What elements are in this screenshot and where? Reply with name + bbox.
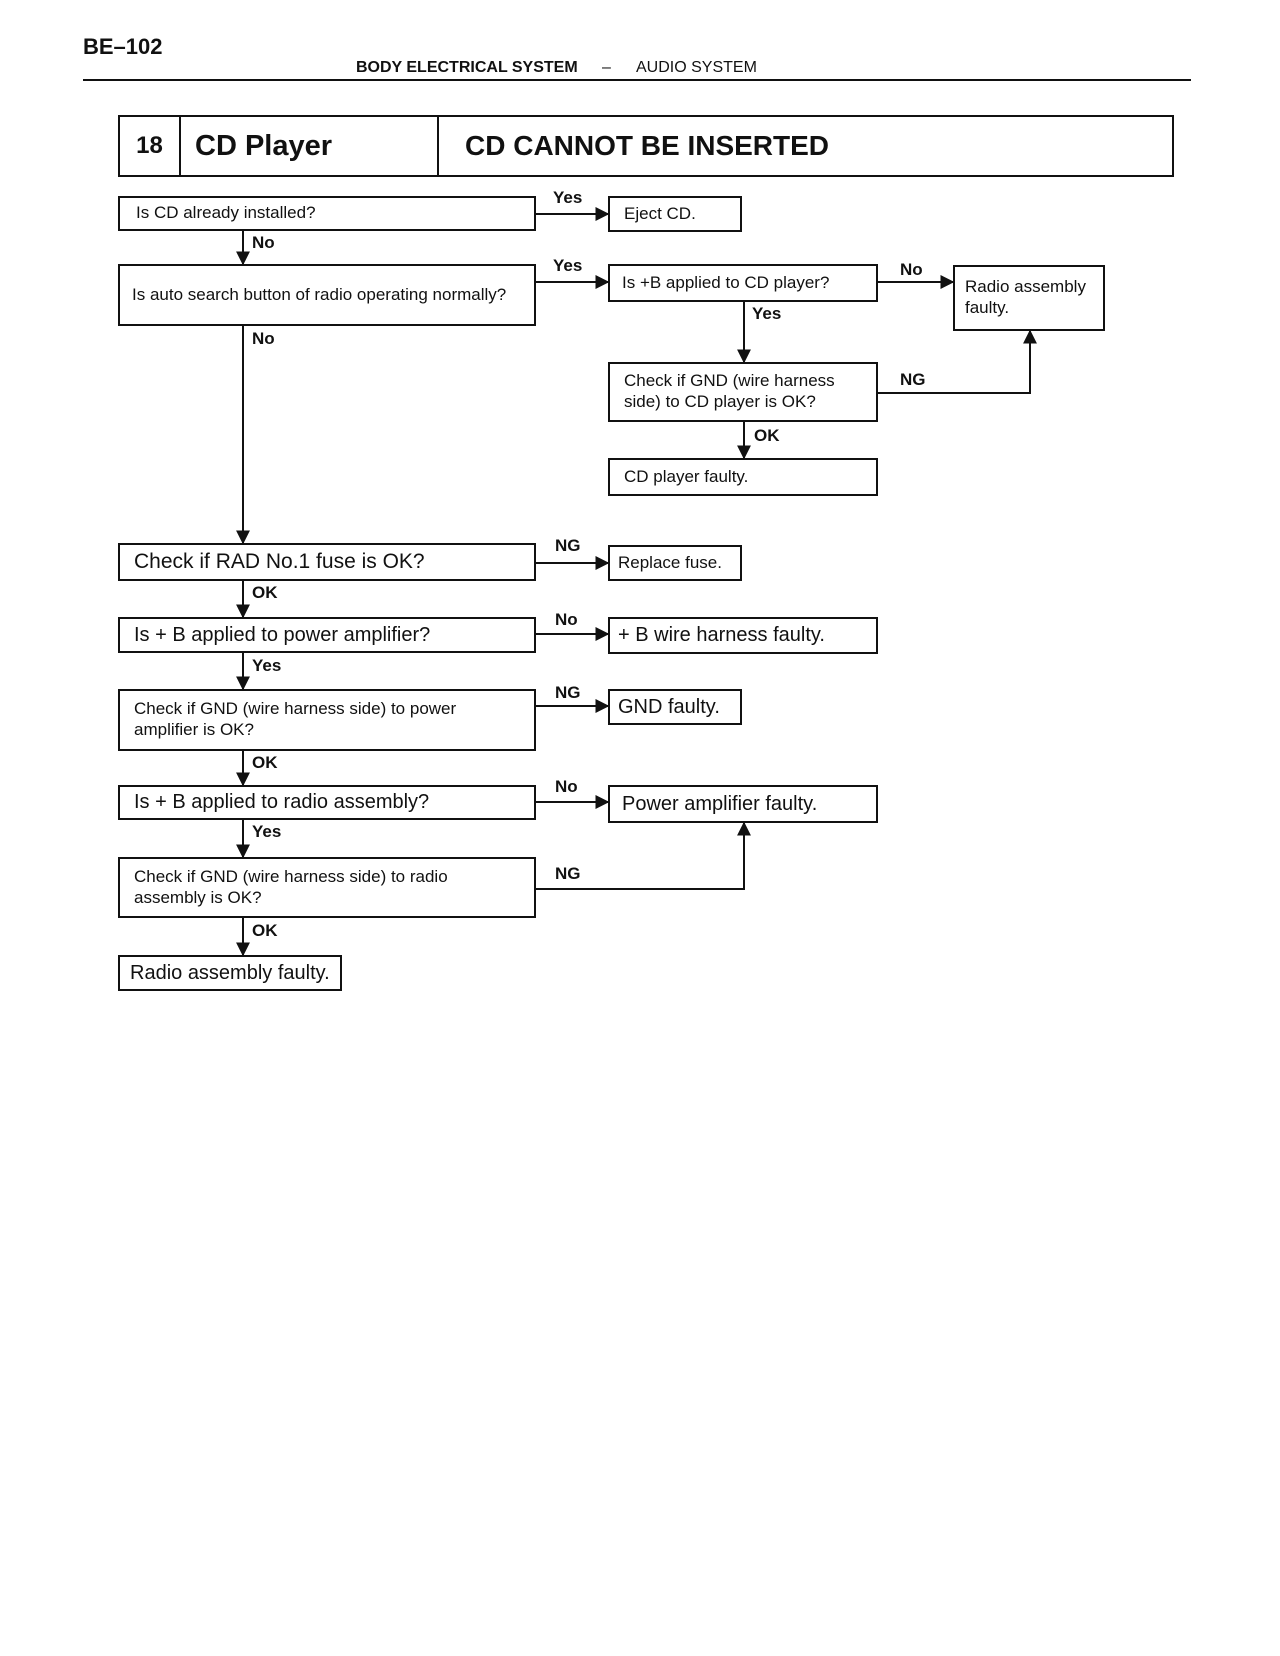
label-ok: OK — [252, 921, 278, 940]
label-no: No — [900, 260, 923, 279]
label-no: No — [252, 233, 275, 252]
label-ok: OK — [754, 426, 780, 445]
label-no: No — [252, 329, 275, 348]
question-auto-search: Is auto search button of radio operating… — [118, 264, 536, 326]
label-ok: OK — [252, 583, 278, 602]
result-radio-assembly-faulty: Radio assembly faulty. — [953, 265, 1105, 331]
label-ng: NG — [555, 683, 581, 702]
result-eject-cd: Eject CD. — [608, 196, 742, 232]
symptom-title: CD CANNOT BE INSERTED — [437, 115, 1174, 177]
label-ng: NG — [555, 864, 581, 883]
result-power-amplifier-faulty: Power amplifier faulty. — [608, 785, 878, 823]
label-ng: NG — [555, 536, 581, 555]
page-code: BE–102 — [83, 34, 163, 59]
result-replace-fuse: Replace fuse. — [608, 545, 742, 581]
question-gnd-power-amplifier: Check if GND (wire harness side) to powe… — [118, 689, 536, 751]
question-gnd-cd-player: Check if GND (wire harness side) to CD p… — [608, 362, 878, 422]
component-name: CD Player — [179, 115, 439, 177]
procedure-number: 18 — [118, 115, 181, 177]
header-separator: – — [602, 59, 611, 76]
result-b-wire-harness-faulty: + B wire harness faulty. — [608, 617, 878, 654]
connector-ng-power-amp-faulty — [536, 821, 751, 890]
question-b-radio-assembly: Is + B applied to radio assembly? — [118, 785, 536, 820]
label-ng: NG — [900, 370, 926, 389]
question-b-power-amplifier: Is + B applied to power amplifier? — [118, 617, 536, 653]
question-cd-installed: Is CD already installed? — [118, 196, 536, 231]
label-yes: Yes — [553, 188, 583, 207]
question-b-cd-player: Is +B applied to CD player? — [608, 264, 878, 302]
result-gnd-faulty: GND faulty. — [608, 689, 742, 725]
label-yes: Yes — [752, 304, 782, 323]
section-title: BODY ELECTRICAL SYSTEM — [356, 59, 578, 76]
label-ok: OK — [252, 753, 278, 772]
connector-ng-radio-faulty — [878, 329, 1037, 394]
question-rad-fuse: Check if RAD No.1 fuse is OK? — [118, 543, 536, 581]
label-no: No — [555, 610, 578, 629]
label-no: No — [555, 777, 578, 796]
result-radio-assembly-faulty-final: Radio assembly faulty. — [118, 955, 342, 991]
subsection-title: AUDIO SYSTEM — [636, 59, 757, 76]
label-yes: Yes — [553, 256, 583, 275]
result-cd-player-faulty: CD player faulty. — [608, 458, 878, 496]
question-gnd-radio-assembly: Check if GND (wire harness side) to radi… — [118, 857, 536, 918]
header-rule — [83, 79, 1191, 81]
label-yes: Yes — [252, 822, 282, 841]
label-yes: Yes — [252, 656, 282, 675]
